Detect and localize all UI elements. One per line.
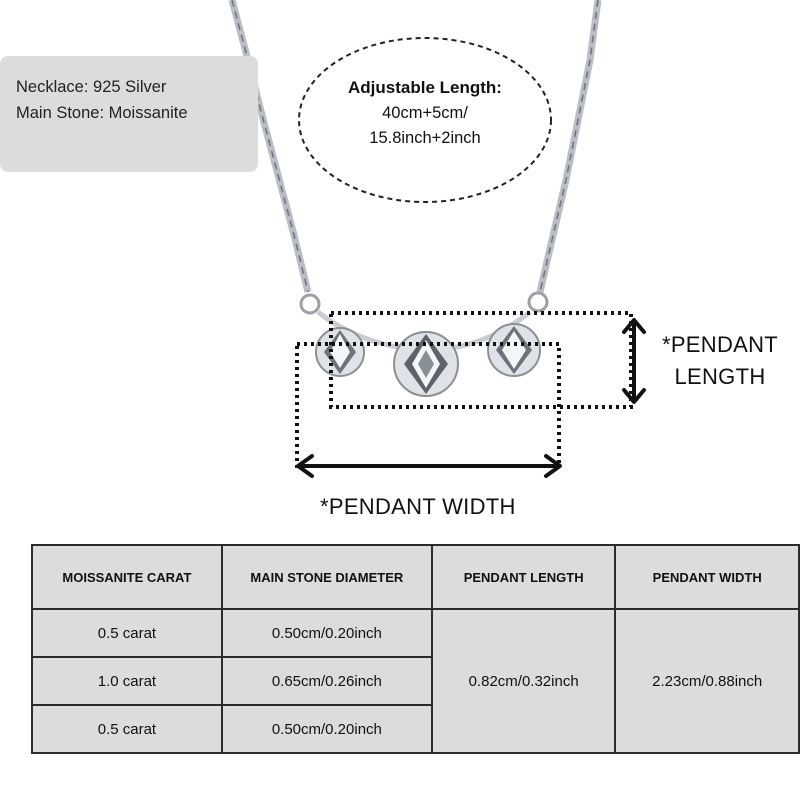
pendant-length-label: *PENDANT LENGTH [650, 332, 790, 390]
product-illustration [228, 0, 646, 478]
cell-carat: 0.5 carat [31, 608, 223, 658]
stone-right [487, 323, 541, 377]
table-row: 0.5 carat 0.50cm/0.20inch 0.82cm/0.32inc… [31, 608, 800, 754]
stone-left [315, 327, 365, 377]
adjustable-length-callout: Adjustable Length: 40cm+5cm/ 15.8inch+2i… [300, 68, 550, 148]
table-row: 1.0 carat 0.65cm/0.26inch [31, 656, 799, 706]
header-carat: MOISSANITE CARAT [31, 544, 223, 610]
jump-ring-left [299, 293, 321, 315]
adjustable-length-inch: 15.8inch+2inch [369, 129, 481, 147]
cell-carat: 0.5 carat [31, 704, 223, 754]
width-arrow [296, 454, 562, 478]
jump-ring-right [527, 291, 549, 313]
header-pendant-width: PENDANT WIDTH [614, 544, 800, 610]
pendant-length-label-line2: LENGTH [674, 364, 766, 389]
cell-diameter: 0.50cm/0.20inch [220, 704, 433, 754]
main-stone-text: Main Stone: Moissanite [16, 104, 188, 122]
adjustable-length-cm: 40cm+5cm/ [382, 104, 468, 122]
cell-diameter: 0.50cm/0.20inch [220, 608, 433, 658]
length-arrow [622, 318, 646, 404]
table-row: 0.5 carat 0.50cm/0.20inch [31, 704, 799, 754]
cell-carat: 1.0 carat [31, 656, 223, 706]
table-header-row: MOISSANITE CARAT MAIN STONE DIAMETER PEN… [31, 544, 800, 610]
width-dotted-box [295, 342, 561, 468]
necklace-material-text: Necklace: 925 Silver [16, 78, 167, 96]
cell-pendant-width: 2.23cm/0.88inch [614, 608, 800, 754]
header-diameter: MAIN STONE DIAMETER [220, 544, 433, 610]
spec-table: MOISSANITE CARAT MAIN STONE DIAMETER PEN… [31, 544, 800, 754]
length-ellipse [298, 37, 552, 203]
header-pendant-length: PENDANT LENGTH [430, 544, 617, 610]
length-dotted-box [329, 311, 633, 409]
chain-left [228, 0, 312, 293]
material-info-box: Necklace: 925 Silver Main Stone: Moissan… [0, 56, 258, 172]
pendant-length-label-line1: *PENDANT [661, 332, 779, 357]
pendant-width-label: *PENDANT WIDTH [320, 494, 516, 519]
stone-center [393, 331, 459, 397]
cell-pendant-length: 0.82cm/0.32inch [430, 608, 617, 754]
adjustable-length-title: Adjustable Length: [348, 78, 502, 97]
cell-diameter: 0.65cm/0.26inch [220, 656, 433, 706]
chain-right [536, 0, 602, 293]
